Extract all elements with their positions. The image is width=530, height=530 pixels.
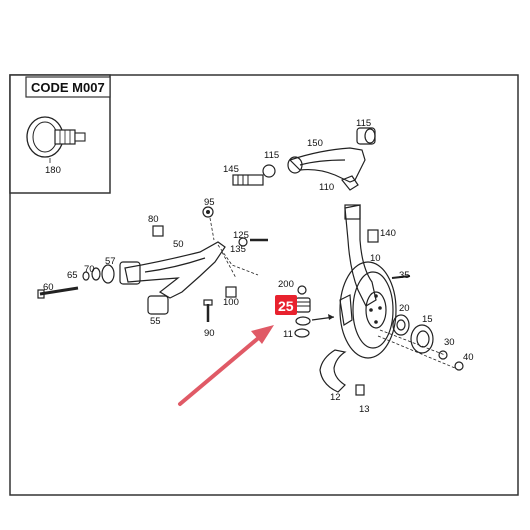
label-125: 125 (233, 230, 249, 241)
splash-shield (319, 349, 347, 393)
label-150: 150 (307, 138, 323, 149)
inset-box: CODE M007 180 (9, 74, 111, 194)
label-10: 10 (370, 253, 381, 264)
label-70: 70 (84, 264, 95, 275)
upper-control-arm (232, 127, 376, 191)
label-145: 145 (223, 164, 239, 175)
diagram-frame (9, 74, 519, 496)
label-57: 57 (105, 256, 116, 267)
bolt-icon (355, 384, 365, 396)
label-90: 90 (204, 328, 215, 339)
o-ring-icon (294, 328, 310, 338)
label-20: 20 (399, 303, 410, 314)
pointer-arrow (178, 325, 274, 406)
steering-knuckle (339, 204, 379, 326)
ball-joint (295, 297, 311, 326)
label-100: 100 (223, 297, 239, 308)
label-115a: 115 (356, 118, 371, 129)
label-95: 95 (204, 197, 215, 208)
label-200: 200 (278, 279, 294, 290)
inset-part-label: 180 (45, 165, 61, 176)
cv-joint-icon (26, 116, 86, 158)
nut-icon (297, 285, 307, 295)
label-80: 80 (148, 214, 159, 225)
highlight-label: 25 (278, 298, 294, 314)
label-13: 13 (359, 404, 370, 415)
label-35: 35 (399, 270, 410, 281)
label-65: 65 (67, 270, 78, 281)
label-135: 135 (230, 244, 246, 255)
highlight-badge (275, 295, 297, 315)
wheel-bearing (392, 314, 410, 336)
hub-nut-icon (454, 361, 464, 371)
label-110: 110 (319, 182, 334, 193)
lower-control-arm (37, 206, 268, 322)
brake-disc (339, 261, 397, 359)
label-11: 11 (283, 329, 293, 340)
label-60: 60 (43, 282, 54, 293)
label-50: 50 (173, 239, 184, 250)
label-30: 30 (444, 337, 455, 348)
label-140: 140 (380, 228, 396, 239)
hub-cap-icon (438, 350, 448, 360)
label-40: 40 (463, 352, 474, 363)
label-12: 12 (330, 392, 341, 403)
label-15: 15 (422, 314, 433, 325)
label-115b: 115 (264, 150, 279, 161)
inset-code: CODE M007 (31, 80, 105, 95)
label-55: 55 (150, 316, 161, 327)
wheel-hub (410, 324, 434, 354)
